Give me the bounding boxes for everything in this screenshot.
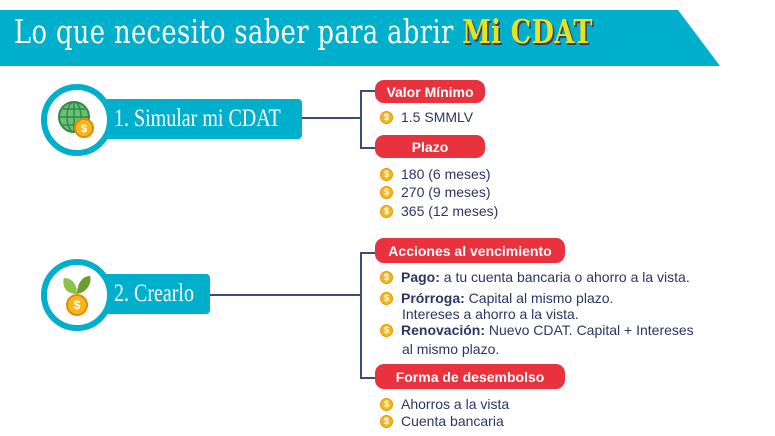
connector-line: [360, 252, 378, 254]
acciones-header: Acciones al vencimiento: [375, 238, 565, 263]
step2-label: 2. Crearlo: [100, 274, 210, 314]
title-highlight: Mi CDAT: [462, 12, 593, 51]
connector-line: [360, 90, 378, 92]
desembolso-header: Forma de desembolso: [375, 364, 565, 389]
title-banner: [0, 10, 720, 66]
connector-line: [100, 294, 362, 296]
list-item: $Renovación: Nuevo CDAT. Capital + Inter…: [380, 322, 694, 338]
svg-text:$: $: [74, 298, 81, 312]
coin-icon: $: [380, 110, 393, 124]
list-item: $Pago: a tu cuenta bancaria o ahorro a l…: [380, 269, 690, 285]
coin-icon: $: [380, 204, 393, 218]
list-item: $365 (12 meses): [380, 203, 498, 219]
list-item-continuation: Intereses a ahorro a la vista.: [402, 306, 579, 322]
coin-icon: $: [380, 270, 393, 284]
plazo-header: Plazo: [375, 135, 485, 158]
list-item-continuation: al mismo plazo.: [402, 341, 500, 357]
step1-circle: $: [41, 84, 113, 156]
coin-icon: $: [380, 167, 393, 181]
valor-minimo-header: Valor Mínimo: [375, 80, 485, 103]
coin-icon: $: [380, 323, 393, 337]
list-item: $Ahorros a la vista: [380, 396, 509, 412]
list-item: $270 (9 meses): [380, 184, 490, 200]
svg-text:$: $: [81, 123, 87, 135]
connector-line: [360, 90, 362, 149]
globe-coin-icon: $: [58, 101, 94, 138]
connector-line: [360, 377, 378, 379]
step1-label: 1. Simular mi CDAT: [100, 99, 302, 139]
coin-icon: $: [380, 291, 393, 305]
coin-icon: $: [380, 397, 393, 411]
page-title: Lo que necesito saber para abrir Mi CDAT: [14, 12, 593, 51]
step2-circle: $: [41, 259, 113, 331]
list-item: $Cuenta bancaria: [380, 413, 504, 429]
list-item: $Prórroga: Capital al mismo plazo.: [380, 290, 613, 306]
plant-coin-icon: $: [63, 276, 91, 316]
coin-icon: $: [380, 185, 393, 199]
connector-line: [360, 252, 362, 379]
list-item: $1.5 SMMLV: [380, 109, 473, 125]
coin-icon: $: [380, 414, 393, 428]
connector-line: [360, 147, 378, 149]
list-item: $180 (6 meses): [380, 166, 490, 182]
